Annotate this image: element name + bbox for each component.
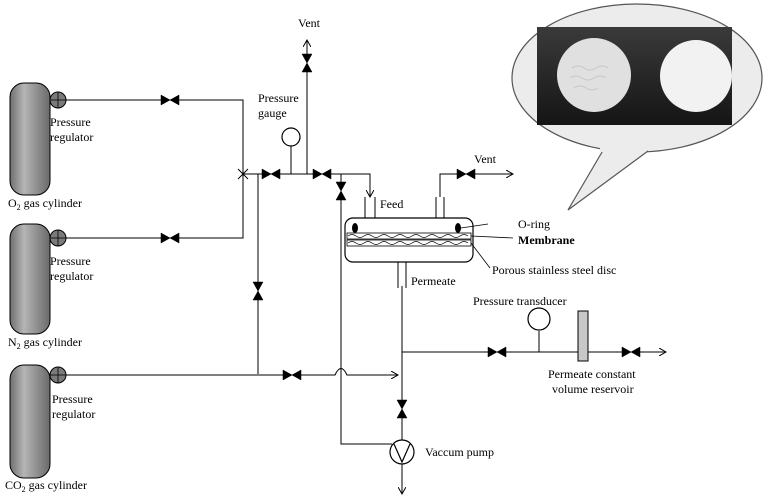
valve-co2[interactable]	[282, 369, 302, 381]
reservoir-label-line1: Permeate constant	[548, 367, 636, 381]
porous-disc-label: Porous stainless steel disc	[492, 263, 616, 277]
n2-pipe	[66, 174, 244, 239]
n2-gas-cylinder: Pressure regulator N2 gas cylinder	[8, 223, 93, 351]
o2-regulator-label-line2: regulator	[50, 130, 93, 144]
co2-regulator-label-line2: regulator	[52, 407, 95, 421]
o2-cylinder-label: O2 gas cylinder	[8, 196, 82, 212]
vacuum-bypass-pipe	[340, 174, 392, 445]
n2-pressure-regulator-icon	[49, 229, 67, 247]
vacuum-pump-label: Vaccum pump	[425, 445, 494, 459]
feed-header-pipe	[243, 173, 370, 197]
valve-pump-inlet[interactable]	[396, 399, 408, 419]
o2-gas-cylinder: Pressure regulator O2 gas cylinder	[8, 82, 93, 212]
valve-vent-right[interactable]	[456, 168, 476, 180]
pressure-transducer-label: Pressure transducer	[473, 294, 567, 308]
pressure-gauge-label-line2: gauge	[258, 106, 287, 120]
o2-pipe	[66, 99, 244, 174]
o2-pressure-regulator-icon	[49, 91, 67, 109]
vent-top-label: Vent	[298, 16, 321, 30]
n2-regulator-label-line2: regulator	[50, 269, 93, 283]
o2-regulator-label-line1: Pressure	[50, 115, 91, 129]
reservoir-label-line2: volume reservoir	[552, 382, 634, 396]
membrane-photo-callout	[511, 3, 763, 211]
membrane-sample-right	[660, 40, 732, 112]
valve-permeate-1[interactable]	[487, 346, 507, 358]
vent-right-label: Vent	[474, 152, 497, 166]
co2-gas-cylinder: Pressure regulator CO2 gas cylinder	[5, 364, 95, 494]
co2-cylinder-label: CO2 gas cylinder	[5, 478, 87, 494]
valves	[160, 53, 641, 419]
vacuum-pump: Vaccum pump	[389, 439, 494, 465]
co2-regulator-label-line1: Pressure	[52, 392, 93, 406]
pressure-gauge: Pressure gauge	[258, 91, 301, 147]
pressure-gauge-label-line1: Pressure	[258, 91, 299, 105]
oring-label: O-ring	[518, 217, 550, 231]
valve-header-1[interactable]	[261, 168, 281, 180]
permeate-reservoir: Permeate constant volume reservoir	[548, 310, 636, 396]
membrane-sample-left	[557, 38, 631, 112]
membrane-label: Membrane	[518, 233, 575, 247]
membrane-cell: Feed O-ring Membrane Porous stainless st…	[344, 197, 616, 288]
co2-pipe	[66, 368, 398, 376]
feed-label: Feed	[380, 197, 403, 211]
n2-cylinder-label: N2 gas cylinder	[8, 335, 82, 351]
pressure-transducer: Pressure transducer	[473, 294, 567, 331]
valve-vacuum-bypass[interactable]	[335, 181, 347, 201]
valve-header-2[interactable]	[312, 168, 332, 180]
n2-regulator-label-line1: Pressure	[50, 254, 91, 268]
valve-vent-top[interactable]	[301, 53, 313, 73]
valve-n2[interactable]	[160, 232, 180, 244]
permeate-label: Permeate	[411, 274, 456, 288]
vent-right-pipe	[439, 174, 513, 197]
valve-o2[interactable]	[160, 94, 180, 106]
co2-pressure-regulator-icon	[49, 366, 67, 384]
valve-permeate-2[interactable]	[621, 346, 641, 358]
valve-bypass-left[interactable]	[252, 281, 264, 301]
